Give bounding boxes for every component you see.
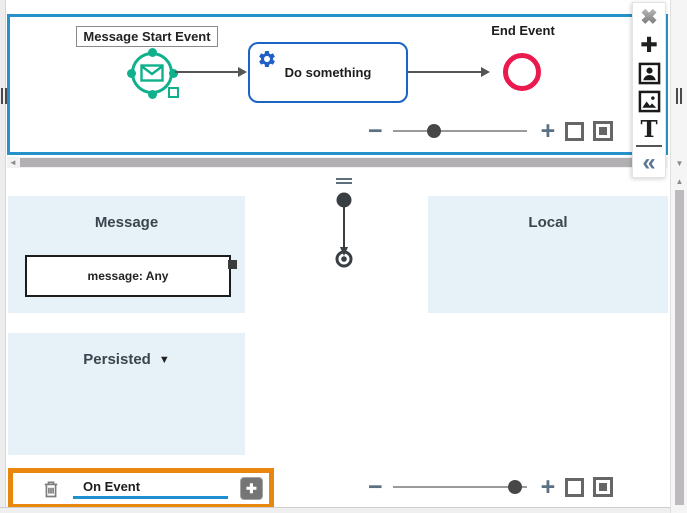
vertical-scrollbar-thumb[interactable] [675,190,684,505]
add-event-button[interactable]: ✚ [240,477,263,500]
image-tool-button[interactable] [633,88,665,116]
message-variable-label: message: Any [87,269,169,283]
message-start-event-node[interactable] [126,47,179,99]
scroll-down-arrow-icon[interactable]: ▼ [675,159,684,168]
zoom-slider-knob[interactable] [507,480,522,494]
scroll-up-arrow-icon[interactable]: ▲ [675,177,684,186]
arrowhead-icon [238,67,247,77]
event-badge-icon [168,87,179,98]
add-icon[interactable]: ✚ [640,33,658,57]
section-persisted[interactable]: Persisted ▼ [8,333,245,455]
fit-view-icon[interactable] [593,121,614,141]
scroll-left-arrow-icon[interactable]: ◄ [9,158,17,167]
end-event-label: End Event [491,23,555,38]
on-event-row[interactable]: On Event ✚ [8,468,274,509]
on-event-name-input[interactable]: On Event [73,479,228,499]
image-icon [638,90,660,113]
task-label: Do something [284,65,372,80]
text-tool-icon[interactable]: T [640,116,658,144]
horizontal-scrollbar-thumb[interactable] [20,158,632,167]
close-icon[interactable]: ✖ [633,3,665,31]
task-node[interactable]: Do something [248,42,408,103]
section-title: Message [94,214,159,231]
fullscreen-icon[interactable] [565,121,585,141]
dropdown-caret-icon[interactable]: ▼ [158,354,170,366]
panel-zoom-controls: − + [368,473,614,501]
vertical-scrollbar[interactable]: ▼ ▲ [670,0,687,513]
zoom-out-button[interactable]: − [368,117,383,145]
collapse-toolbar-icon[interactable]: « [642,148,656,176]
section-title: Local [528,214,568,231]
left-splitter-rail[interactable] [0,0,7,513]
side-toolbar: ✖ ✚ T « [632,2,666,178]
user-icon [638,62,660,85]
variable-connector-arrow[interactable] [329,191,359,271]
user-tool-button[interactable] [633,59,665,87]
selection-handle-icon[interactable] [126,68,136,78]
canvas-zoom-controls: − + [368,117,614,145]
zoom-slider-knob[interactable] [427,124,442,138]
selection-handle-icon[interactable] [147,47,157,57]
start-event-label: Message Start Event [83,29,211,44]
toolbar-divider [636,144,662,147]
zoom-in-button[interactable]: + [540,117,556,145]
gear-icon [259,51,275,67]
arrowhead-icon [481,67,490,77]
sequence-flow[interactable] [175,71,238,73]
status-strip [0,507,670,513]
left-splitter-grip-icon[interactable] [1,88,7,104]
sequence-flow[interactable] [408,71,481,73]
connector-port-icon[interactable] [228,260,237,269]
zoom-slider[interactable] [392,480,527,494]
section-local[interactable]: Local [428,196,668,313]
selection-handle-icon[interactable] [168,68,178,78]
horizontal-scrollbar[interactable]: ◄ [7,157,668,168]
start-event-label-box[interactable]: Message Start Event [76,26,218,47]
right-splitter-grip-icon[interactable] [676,88,682,104]
fit-view-icon[interactable] [593,477,614,497]
zoom-slider[interactable] [392,124,527,138]
zoom-in-button[interactable]: + [540,473,556,501]
selection-handle-icon[interactable] [147,89,157,99]
panel-splitter-grip[interactable] [336,178,352,186]
zoom-out-button[interactable]: − [368,473,383,501]
delete-icon[interactable] [41,479,61,499]
end-event-node[interactable] [503,53,541,91]
section-message[interactable]: Message message: Any [8,196,245,313]
section-title: Persisted ▼ [8,351,245,368]
message-envelope-icon [140,64,164,82]
message-variable-item[interactable]: message: Any [25,255,231,297]
fullscreen-icon[interactable] [565,477,585,497]
section-title-text: Persisted [83,351,151,368]
